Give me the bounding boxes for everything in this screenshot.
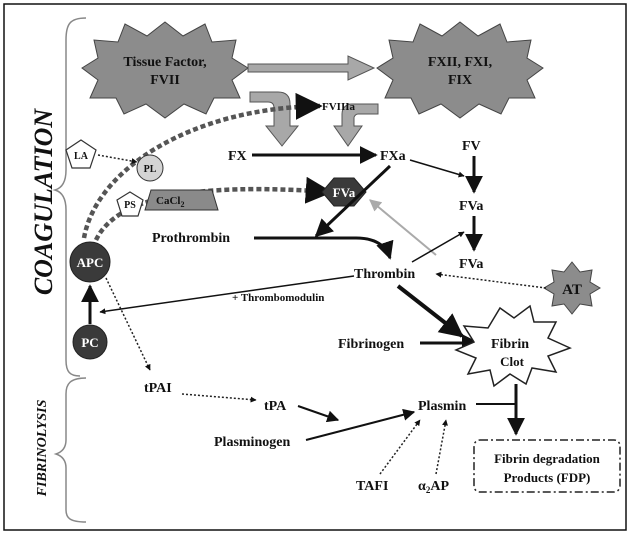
thrombin-to-fva-arrow [411,231,465,263]
fxii-label-1: FXII, FXI, [428,55,492,70]
fxa-label: FXa [380,149,406,164]
fdp-label-1: Fibrin degradation [494,451,601,466]
apc-to-tpai-dotted [105,277,151,371]
fdp-box [473,439,621,493]
tafi-label: TAFI [356,479,388,494]
fva-hex-label: FVa [333,185,356,200]
fxii-label-2: FIX [448,73,472,88]
fx-label: FX [228,149,247,164]
fibrinolysis-label: FIBRINOLYSIS [35,399,50,497]
apc-to-fviiia-dotted [81,92,323,239]
fibrinogen-label: Fibrinogen [338,337,404,352]
tafi-to-plasmin-dotted [379,419,421,475]
la-to-pl-arrow [97,154,138,164]
ps-pentagon [116,191,144,217]
prothrombin-label: Prothrombin [152,231,230,246]
apc-circle [69,241,111,283]
thrombin-to-apc-arrow [99,275,355,315]
at-label: AT [562,282,582,298]
pl-label: PL [144,164,157,175]
thrombomodulin-label: + Thrombomodulin [232,292,324,304]
fxa-to-fv-arrow [409,159,465,178]
apc-label: APC [77,255,104,270]
tpa-label: tPA [264,399,287,414]
ps-label: PS [124,200,136,211]
fxii-to-fx-block-arrow [333,103,379,147]
fxii-star [376,21,544,119]
fibrinolysis-brace [53,377,87,523]
pl-circle [136,154,164,182]
plasminogen-to-plasmin-arrow [305,408,416,441]
thrombin-label: Thrombin [354,267,415,282]
tissue-factor-star [81,21,249,119]
fva-right-label-1: FVa [459,199,483,214]
cacl2-sub: 2 [180,200,184,209]
tf-to-fxii-block-arrow [247,55,376,81]
cacl2-label: CaCl2 [156,195,184,209]
fibrin-clot-label-1: Fibrin [491,337,529,352]
cacl2-base: CaCl [156,195,180,207]
cacl2-shape [144,189,219,211]
tpai-to-tpa-dotted [181,393,257,403]
tissue-factor-label-2: FVII [150,73,180,88]
tf-to-fx-block-arrow [249,91,300,147]
a2ap-to-plasmin-dotted [435,419,448,475]
fviiia-label: FVIIIa [322,101,356,113]
plasmin-label: Plasmin [418,399,466,414]
tpa-to-plasmin-arrow [297,405,340,423]
fibrin-clot-burst [454,304,572,388]
tissue-factor-label-1: Tissue Factor, [123,55,206,70]
thrombin-to-fibrin-arrow [396,284,464,338]
fdp-label-2: Products (FDP) [504,470,591,485]
la-pentagon [65,139,97,169]
la-label: LA [74,151,89,162]
tpai-label: tPAI [144,381,172,396]
plasminogen-label: Plasminogen [214,435,290,450]
thrombin-to-fva-hex-gray [369,199,437,256]
a2ap-alpha: α [418,479,426,494]
fv-label: FV [462,139,481,154]
fva-right-label-2: FVa [459,257,483,272]
apc-to-fva-dotted [93,176,333,241]
a2ap-sub: 2 [426,485,431,495]
coagulation-label: COAGULATION [29,108,58,296]
fibrin-clot-label-2: Clot [500,354,525,369]
at-star [543,261,601,315]
pc-circle [72,324,108,360]
a2ap-rest: AP [430,479,449,494]
coagulation-brace [52,17,87,377]
a2ap-label: α2AP [418,479,449,495]
prothrombin-to-thrombin-arrow [254,236,394,260]
pc-label: PC [81,335,98,350]
at-to-thrombin-arrow [435,271,547,289]
fxa-to-prothrombin-arrow [314,164,392,238]
